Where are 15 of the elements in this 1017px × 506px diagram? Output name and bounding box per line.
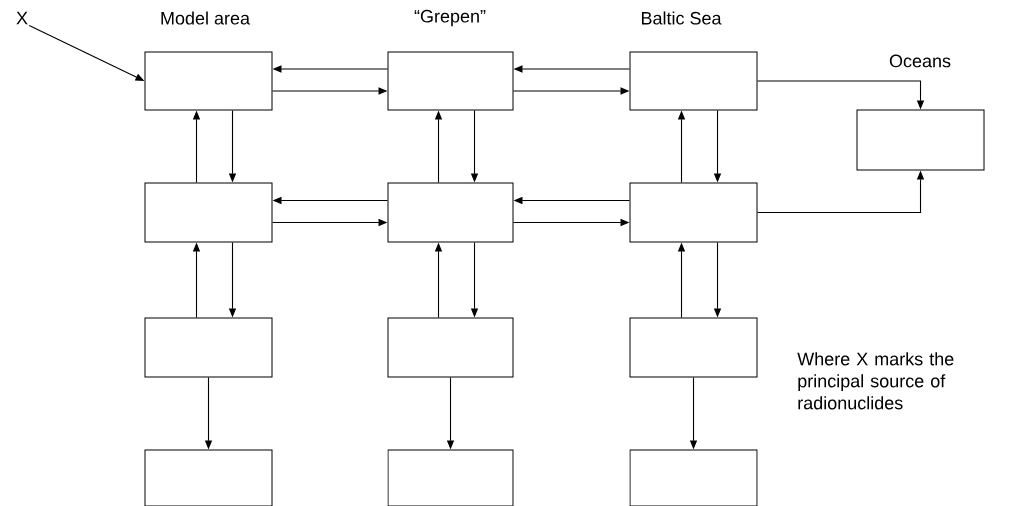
compartment-box — [144, 449, 273, 506]
compartment-box — [387, 449, 514, 506]
compartment-box — [387, 182, 514, 243]
compartment-box — [629, 317, 758, 378]
source-label: X — [16, 11, 28, 25]
column-heading: Oceans — [889, 54, 951, 68]
note-text: Where X marks the principal source of radionuclides — [797, 352, 954, 410]
compartment-box — [387, 317, 514, 378]
compartment-box — [144, 317, 273, 378]
column-heading: Model area — [161, 11, 250, 25]
column-heading: Baltic Sea — [641, 11, 722, 25]
column-heading: “Grepen” — [414, 9, 486, 27]
compartment-box — [629, 449, 758, 506]
compartment-box — [144, 182, 273, 243]
compartment-box — [629, 182, 758, 243]
